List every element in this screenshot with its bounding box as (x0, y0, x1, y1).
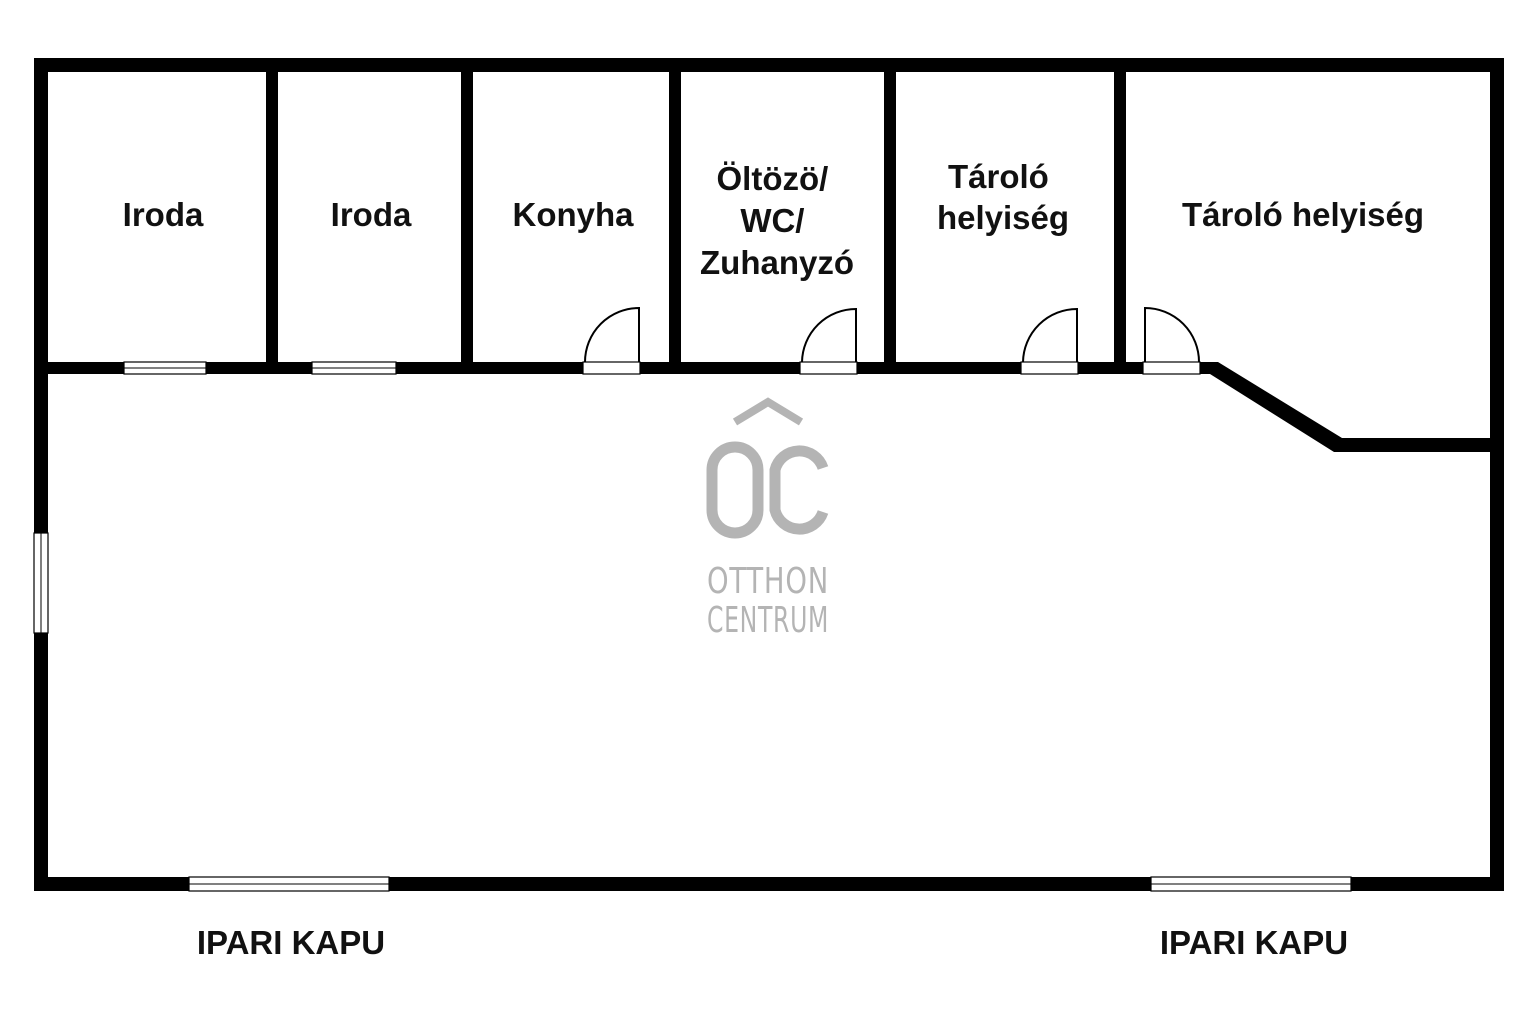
door-gap-oltozo (799, 361, 858, 375)
diagonal-wall (1205, 362, 1342, 452)
room-label-line: Öltözö/ (717, 160, 829, 197)
gate-label-left: IPARI KAPU (197, 924, 385, 961)
door-swing-tarolo-2 (1144, 306, 1200, 363)
room-label-line: Konyha (512, 196, 634, 233)
room-label-line: helyiség (937, 199, 1069, 236)
roof-icon (732, 397, 804, 426)
partition-wall-3 (669, 58, 681, 374)
room-label-tarolo-2: Tároló helyiség (1182, 196, 1424, 233)
outer-wall-top (34, 58, 1504, 72)
room-label-line: Tároló (948, 158, 1049, 195)
watermark-line-1: OTTHON (707, 561, 829, 602)
partition-wall-2 (461, 58, 473, 374)
room-label-line: Tároló helyiség (1182, 196, 1424, 233)
gate-labels: IPARI KAPU IPARI KAPU (197, 924, 1348, 961)
room-label-line: Iroda (331, 196, 412, 233)
letter-c-shape (769, 445, 829, 535)
industrial-gates (188, 876, 1352, 892)
door-swing-oltozo (801, 307, 857, 363)
door-gap-tarolo-1 (1020, 361, 1079, 375)
room-labels: Iroda Iroda Konyha Öltözö/ WC/ Zuhanyzó … (123, 158, 1424, 281)
letter-o-shape (706, 441, 764, 539)
corridor-windows (123, 361, 397, 375)
room-label-oltozo: Öltözö/ WC/ Zuhanyzó (700, 160, 854, 281)
door-gap-konyha (582, 361, 641, 375)
room-label-line: Iroda (123, 196, 204, 233)
outer-wall-left (34, 58, 48, 891)
door-swings (584, 306, 1200, 363)
left-window (33, 532, 49, 634)
storage-floor-wall (1334, 438, 1504, 452)
door-swing-konyha (584, 306, 640, 363)
door-swing-tarolo-1 (1022, 307, 1078, 363)
room-label-iroda-1: Iroda (123, 196, 204, 233)
outer-wall-bottom (34, 877, 1504, 891)
outer-wall-right (1490, 58, 1504, 891)
gate-label-right: IPARI KAPU (1160, 924, 1348, 961)
watermark-logo: OTTHON CENTRUM (706, 397, 829, 641)
watermark-line-2: CENTRUM (707, 600, 829, 641)
room-label-iroda-2: Iroda (331, 196, 412, 233)
outer-walls (34, 58, 1504, 891)
internal-walls (34, 58, 1504, 452)
room-label-konyha: Konyha (512, 196, 634, 233)
room-label-tarolo-1: Tároló helyiség (937, 158, 1069, 236)
partition-wall-4 (884, 58, 896, 374)
door-openings (582, 361, 1201, 375)
room-label-line: Zuhanyzó (700, 244, 854, 281)
room-label-line: WC/ (740, 202, 804, 239)
door-gap-tarolo-2 (1142, 361, 1201, 375)
partition-wall-1 (266, 58, 278, 374)
partition-wall-5 (1114, 58, 1126, 374)
